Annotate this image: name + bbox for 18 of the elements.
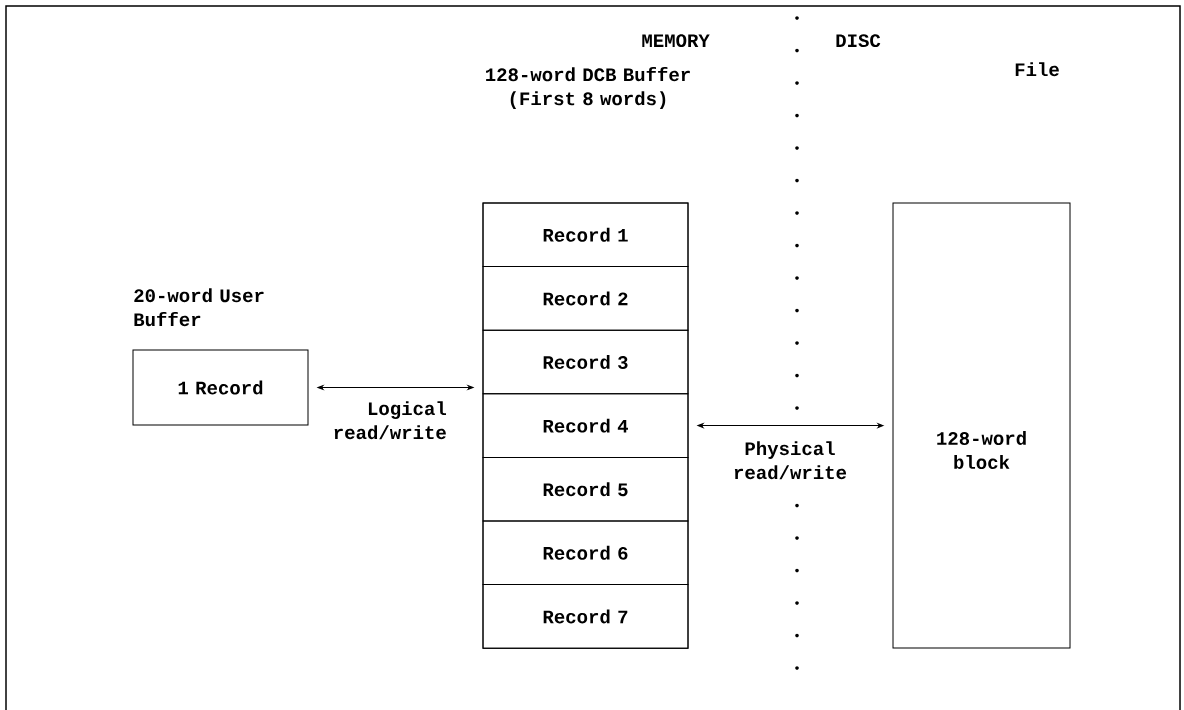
arrow [317,385,474,390]
arrow [697,423,884,428]
record-cell: Record 1 [482,202,689,268]
record-cell: Record 4 [482,393,689,458]
region-label: File [1015,62,1059,77]
record-cell: Record 2 [482,266,689,331]
record-cell: Record 6 [482,520,689,586]
record-cell: Record 5 [482,456,689,522]
record-cell: Record 7 [482,584,689,649]
box-text: 128-word block [937,431,1026,469]
record-cell: Record 3 [482,329,689,395]
box-heading: 20-word User Buffer [134,288,264,327]
region-label: MEMORY [642,34,710,48]
edge-label: Physical read/write [724,440,856,481]
buffer-box: 1 Record [132,349,309,426]
edge-label: Logical read/write [334,401,446,440]
box-heading: 128-word DCB Buffer (First 8 words) [486,67,690,109]
region-label: DISC [836,34,881,48]
